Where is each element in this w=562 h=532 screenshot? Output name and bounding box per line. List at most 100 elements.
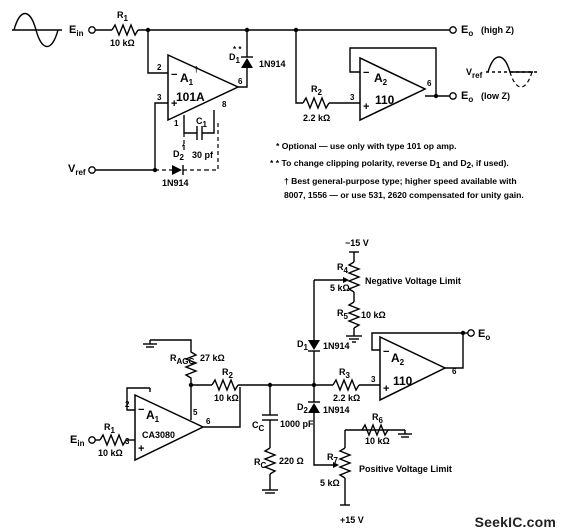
r2-label: R2 — [311, 84, 323, 97]
diode-d1 — [241, 58, 253, 68]
vpos-label: +15 V — [340, 515, 364, 525]
rc-label: RC — [254, 457, 267, 470]
a1-model: CA3080 — [142, 430, 175, 440]
ein-label: Ein — [69, 24, 84, 38]
junction-dot — [460, 330, 466, 336]
optional-wire — [205, 123, 219, 171]
a1-pin3: 3 — [125, 437, 130, 446]
opamp-a1 — [167, 53, 240, 122]
wire — [371, 332, 464, 369]
resistor-rc — [263, 447, 277, 475]
a1-label: A1 — [180, 71, 194, 87]
ragc-value: 27 kΩ — [200, 353, 225, 363]
r6-label: R6 — [372, 412, 384, 425]
r5-label: R5 — [337, 308, 349, 321]
r2-value: 2.2 kΩ — [303, 113, 330, 123]
r2-label: R2 — [222, 367, 234, 380]
resistor-r1 — [111, 23, 139, 37]
a2-pin3: 3 — [371, 375, 376, 384]
resistor-r5 — [347, 301, 361, 329]
c1-label: C1 — [196, 116, 208, 129]
ein-terminal — [88, 26, 96, 34]
vref-terminal — [88, 166, 96, 174]
vneg-label: −15 V — [345, 238, 369, 248]
potentiometer-r7 — [338, 447, 352, 479]
a2-pin3: 3 — [350, 93, 355, 102]
r6-value: 10 kΩ — [365, 436, 390, 446]
r1-label: R1 — [104, 422, 116, 435]
d1-part: 1N914 — [259, 59, 286, 69]
junction-dot — [293, 27, 299, 33]
eo-low-label: Eo — [461, 90, 473, 104]
ein-terminal — [88, 436, 96, 444]
diode-d2 — [172, 165, 182, 175]
vref-wave-label: Vref — [466, 67, 483, 80]
a1-pin1: 1 — [174, 119, 179, 128]
a1-minus: − — [171, 69, 177, 81]
d1-label: D1 — [229, 52, 241, 65]
wire — [147, 30, 168, 74]
a1-pin6: 6 — [206, 417, 211, 426]
resistor-r1 — [99, 433, 127, 447]
eo-low-desc: (low Z) — [481, 91, 510, 101]
eo-high-terminal — [449, 26, 457, 34]
r7-label: R7 — [327, 452, 339, 465]
a1-plus: + — [138, 443, 144, 455]
a2-model: 110 — [393, 374, 413, 388]
wire — [295, 30, 303, 104]
wire — [202, 110, 215, 134]
a1-pin6: 6 — [238, 77, 243, 86]
top-circuit: Ein R1 10 kΩ − + A1 † 101A 2 3 6 8 1 D1 — [12, 10, 540, 200]
a1-mark: † — [194, 65, 198, 74]
a1-pin5: 5 — [193, 408, 198, 417]
opamp-a2 — [359, 56, 427, 122]
a1-pin3: 3 — [157, 93, 162, 102]
r1-label: R1 — [117, 10, 129, 23]
a2-plus: + — [363, 101, 369, 113]
eo-high-desc: (high Z) — [481, 25, 514, 35]
output-dashed-wave — [509, 71, 533, 88]
wire — [349, 47, 437, 96]
wire — [154, 102, 168, 170]
resistor-r3 — [332, 378, 360, 392]
diode-d1 — [308, 340, 320, 350]
a2-label: A2 — [374, 71, 388, 87]
r4-wiper-arrow — [343, 277, 349, 283]
note-type-line2: 8007, 1556 — or use 531, 2620 compensate… — [284, 190, 524, 200]
d2-label: D2 — [297, 402, 309, 415]
a2-minus: − — [383, 346, 389, 358]
eo-low-terminal — [449, 92, 457, 100]
a2-label: A2 — [391, 351, 405, 367]
d1-part: 1N914 — [323, 341, 350, 351]
a2-minus: − — [363, 67, 369, 79]
eo-label: Eo — [478, 328, 490, 342]
wire — [203, 387, 241, 428]
cc-value: 1000 pF — [280, 419, 314, 429]
d1-mark: * * — [233, 45, 242, 54]
a1-model: 101A — [176, 90, 205, 104]
r7-wiper-arrow — [333, 462, 339, 468]
resistor-r2 — [211, 378, 239, 392]
note-optional: * Optional — use only with type 101 op a… — [276, 141, 457, 151]
r7-value: 5 kΩ — [320, 478, 340, 488]
c1-value: 30 pf — [192, 150, 214, 160]
d2-part: 1N914 — [162, 178, 189, 188]
resistor-r6 — [361, 423, 389, 437]
note-type-line1: † Best general-purpose type; higher spee… — [284, 176, 517, 186]
a2-pin6: 6 — [452, 367, 457, 376]
wire — [313, 413, 333, 466]
neg-limit-label: Negative Voltage Limit — [365, 276, 461, 286]
r1-value: 10 kΩ — [110, 38, 135, 48]
a2-pin6: 6 — [427, 79, 432, 88]
ein-label: Ein — [70, 434, 85, 448]
a1-pin8: 8 — [222, 100, 227, 109]
d2-mark: * — [182, 143, 186, 152]
pos-limit-label: Positive Voltage Limit — [359, 464, 452, 474]
eo-terminal — [467, 329, 475, 337]
ragc-label: RAGC — [170, 353, 195, 366]
a1-plus: + — [171, 98, 177, 110]
diode-d2 — [308, 403, 320, 413]
wire — [238, 68, 248, 88]
a1-pin2: 2 — [157, 63, 162, 72]
